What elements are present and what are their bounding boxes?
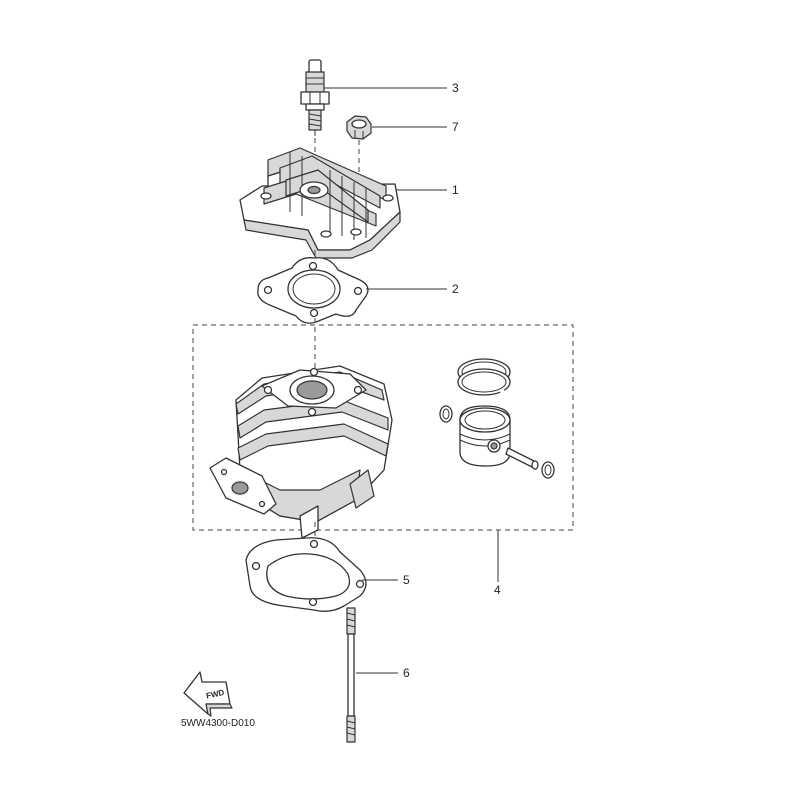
stud-bolt[interactable] bbox=[346, 607, 356, 743]
base-gasket[interactable] bbox=[245, 537, 367, 612]
spark-plug[interactable] bbox=[300, 59, 330, 136]
callout-number: 3 bbox=[452, 81, 459, 95]
piston-pin[interactable] bbox=[505, 447, 539, 470]
head-gasket[interactable] bbox=[257, 257, 369, 324]
callout-number: 4 bbox=[494, 583, 501, 597]
piston-pin-clip[interactable] bbox=[541, 461, 555, 479]
piston[interactable] bbox=[459, 405, 511, 467]
callout-number: 7 bbox=[452, 120, 459, 134]
piston-ring[interactable] bbox=[457, 358, 511, 396]
diagram-code: 5WW4300-D010 bbox=[181, 718, 255, 729]
nut[interactable] bbox=[346, 115, 372, 140]
leader-lines bbox=[324, 87, 499, 674]
callout-number: 6 bbox=[403, 666, 410, 680]
piston-pin-clip[interactable] bbox=[439, 405, 453, 423]
callout-number: 5 bbox=[403, 573, 410, 587]
callout-number: 1 bbox=[452, 183, 459, 197]
cylinder[interactable] bbox=[209, 365, 393, 539]
callout-number: 2 bbox=[452, 282, 459, 296]
fwd-arrow-icon: FWD bbox=[183, 671, 233, 717]
cylinder-head[interactable] bbox=[239, 147, 401, 259]
fwd-label: FWD bbox=[205, 688, 225, 701]
kit-boundary bbox=[192, 324, 574, 531]
